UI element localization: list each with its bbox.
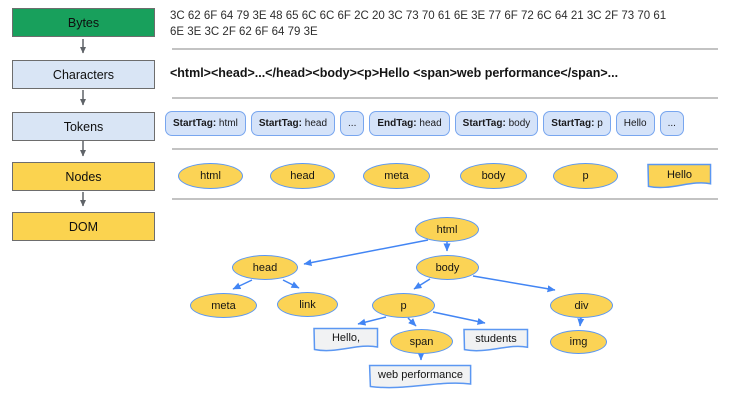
tree-text-node-students: students — [463, 328, 529, 353]
node-text-label: Hello — [666, 168, 693, 181]
token-value: Hello — [623, 118, 647, 129]
token-text-hello: Hello — [615, 111, 655, 136]
tree-node-head: head — [232, 255, 298, 280]
token-value: body — [505, 118, 531, 129]
tree-node-body: body — [416, 255, 479, 280]
token-kind: EndTag: — [377, 118, 417, 129]
tree-node-html: html — [415, 217, 479, 242]
token-kind: StartTag: — [551, 118, 595, 129]
token-starttag-html: StartTag: html — [165, 111, 246, 136]
pipeline-step-characters: Characters — [12, 60, 155, 89]
pipeline-step-dom: DOM — [12, 212, 155, 241]
edge-body-div — [472, 275, 556, 293]
edge-head-meta — [232, 279, 253, 290]
separator-line — [172, 148, 718, 150]
token-ellipsis: ... — [659, 111, 684, 136]
tree-text-node-web-performance: web performance — [368, 364, 473, 390]
token-starttag-body: StartTag: body — [454, 111, 539, 136]
token-endtag-head: EndTag: head — [369, 111, 450, 136]
token-value: ... — [667, 118, 676, 129]
node-ellipse-html: html — [178, 163, 243, 189]
token-value: head — [416, 118, 442, 129]
tree-node-p: p — [372, 293, 435, 318]
token-kind: StartTag: — [258, 118, 302, 129]
document-shape-icon — [647, 163, 712, 190]
pipeline-step-tokens: Tokens — [12, 112, 155, 141]
characters-string: <html><head>...</head><body><p>Hello <sp… — [170, 66, 619, 80]
tree-node-link: link — [277, 292, 338, 317]
tree-node-meta: meta — [190, 293, 257, 318]
node-ellipse-p: p — [553, 163, 618, 189]
tree-text-label: Hello, — [331, 332, 361, 344]
token-value: html — [216, 118, 238, 129]
tree-node-div: div — [550, 293, 613, 318]
token-kind: StartTag: — [462, 118, 506, 129]
node-ellipse-head: head — [270, 163, 335, 189]
tree-node-img: img — [550, 330, 607, 354]
token-value: p — [594, 118, 603, 129]
separator-line — [172, 48, 718, 50]
edge-p-hello — [357, 316, 387, 326]
token-value: ... — [348, 118, 357, 129]
bytes-hex-line2: 6E 3E 3C 2F 62 6F 64 79 3E — [170, 25, 318, 38]
edge-html-head — [303, 239, 429, 267]
node-ellipse-meta: meta — [363, 163, 430, 189]
pipeline-step-nodes: Nodes — [12, 162, 155, 191]
tree-text-node-hello: Hello, — [313, 327, 379, 353]
edge-div-img — [577, 316, 585, 327]
tree-node-span: span — [390, 329, 453, 354]
bytes-hex-text: 3C 62 6F 64 79 3E 48 65 6C 6C 6F 2C 20 3… — [170, 9, 741, 40]
token-value: head — [301, 118, 328, 129]
token-ellipsis: ... — [340, 111, 365, 136]
token-kind: StartTag: — [173, 118, 217, 129]
edge-head-link — [282, 279, 300, 289]
edge-p-students — [432, 311, 486, 325]
node-ellipse-body: body — [460, 163, 527, 189]
separator-line — [172, 198, 718, 200]
document-shape-icon — [463, 328, 529, 353]
pipeline-step-bytes: Bytes — [12, 8, 155, 37]
tree-text-label: web performance — [378, 369, 463, 381]
token-starttag-p: StartTag: p — [543, 111, 611, 136]
document-shape-icon — [313, 327, 379, 353]
separator-line — [172, 97, 718, 99]
edge-body-p — [413, 278, 431, 290]
tree-text-label: students — [475, 332, 517, 345]
node-text-hello: Hello — [647, 163, 712, 190]
edge-p-span — [407, 317, 417, 327]
token-starttag-head: StartTag: head — [250, 111, 336, 136]
document-shape-icon — [368, 364, 473, 390]
bytes-hex-line1: 3C 62 6F 64 79 3E 48 65 6C 6C 6F 2C 20 3… — [170, 10, 667, 22]
token-row: StartTag: html StartTag: head ... EndTag… — [165, 111, 684, 136]
